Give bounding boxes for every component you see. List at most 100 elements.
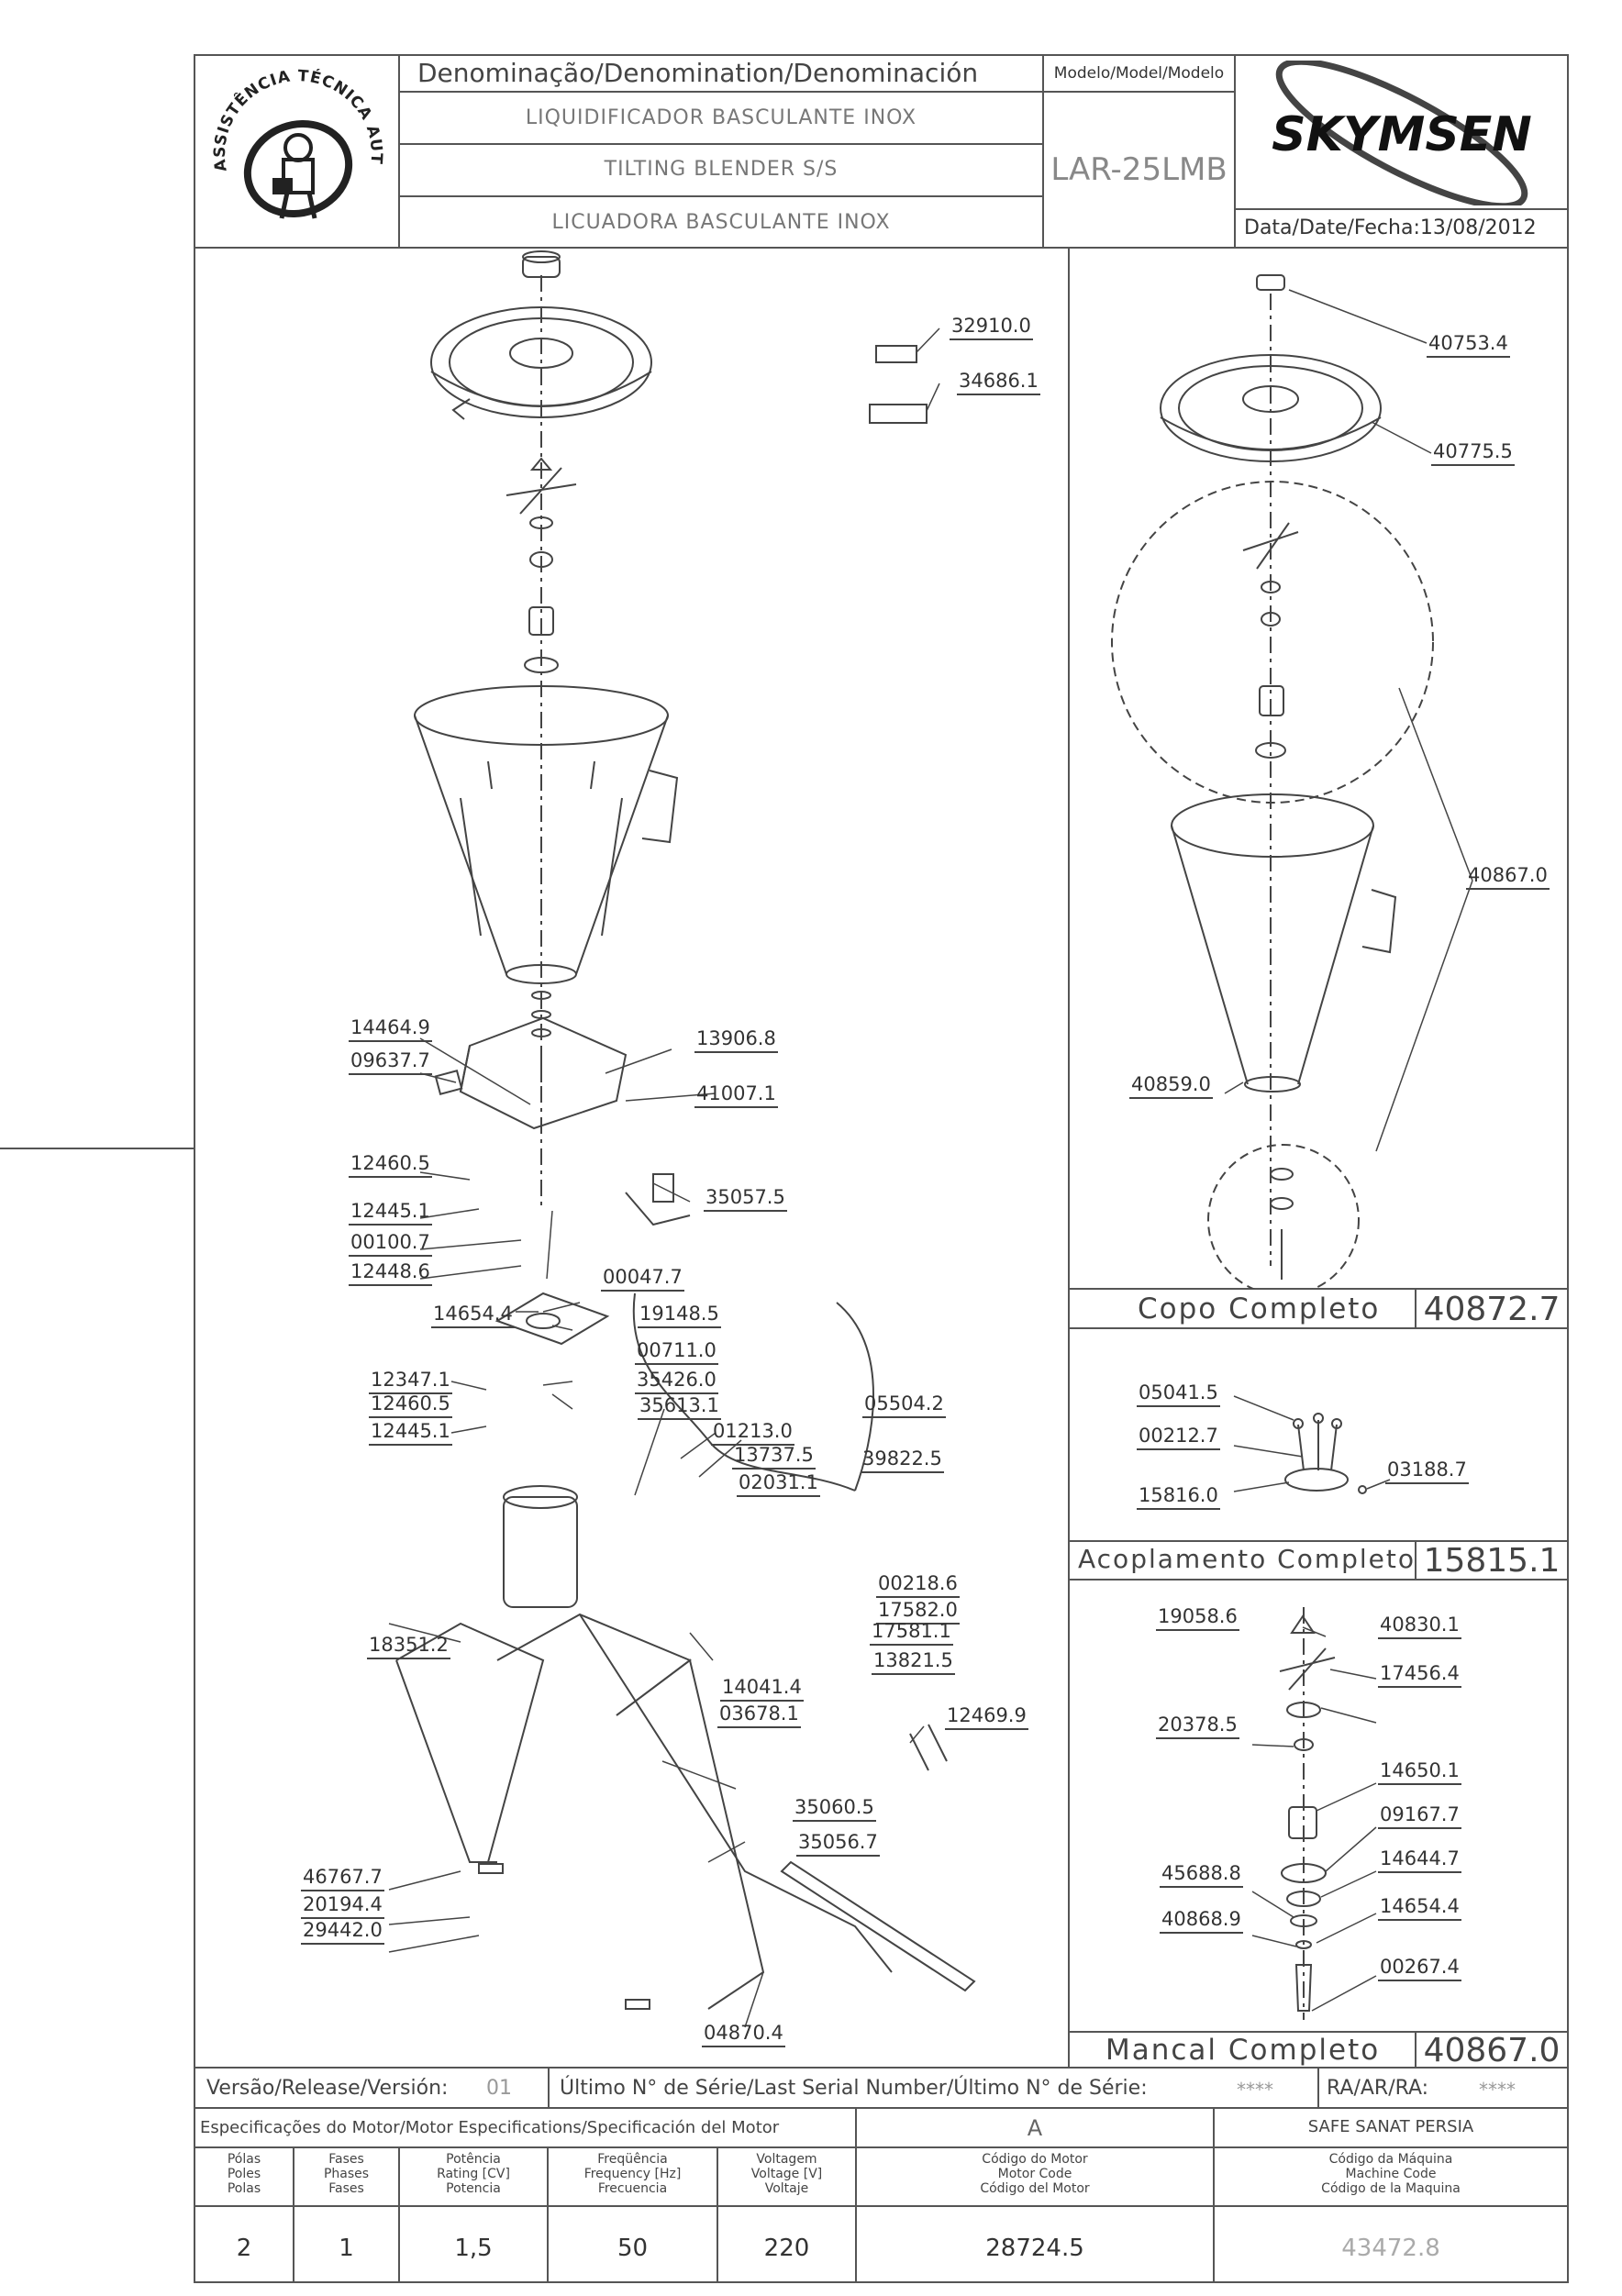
motor-spec-label: Especificações do Motor/Motor Especifica… xyxy=(200,2118,780,2137)
phases-value: 1 xyxy=(339,2235,354,2262)
part-label: 12445.1 xyxy=(369,1422,452,1446)
brand-logo: SKYMSEN xyxy=(1240,58,1563,210)
serial-value: **** xyxy=(1237,2079,1273,2101)
main-exploded-view xyxy=(388,250,976,2028)
part-label: 13906.8 xyxy=(694,1029,778,1053)
denomination-label: Denominação/Denomination/Denominación xyxy=(417,58,979,88)
part-label: 00047.7 xyxy=(601,1268,684,1292)
part-label: 14654.4 xyxy=(1378,1897,1461,1921)
ra-label: RA/AR/RA: xyxy=(1327,2077,1429,2100)
part-label: 12469.9 xyxy=(945,1706,1028,1730)
part-label: 09167.7 xyxy=(1378,1805,1461,1829)
mancal-title: Mancal Completo xyxy=(1105,2034,1381,2067)
acoplamento-code: 15815.1 xyxy=(1423,1542,1561,1580)
copo-title: Copo Completo xyxy=(1138,1292,1381,1325)
mancal-code: 40867.0 xyxy=(1423,2032,1561,2069)
part-label: 01213.0 xyxy=(711,1422,794,1446)
part-label: 02031.1 xyxy=(737,1473,820,1497)
machine-code-value: 43472.8 xyxy=(1341,2235,1440,2262)
part-label: 00218.6 xyxy=(876,1574,960,1598)
col-voltage: Voltagem Voltage [V] Voltaje xyxy=(750,2152,823,2197)
part-label: 00711.0 xyxy=(635,1341,718,1365)
part-label: 35426.0 xyxy=(635,1370,718,1394)
power-value: 1,5 xyxy=(454,2235,493,2262)
part-label: 14041.4 xyxy=(720,1678,804,1702)
part-label: 14644.7 xyxy=(1378,1849,1461,1873)
copo-view xyxy=(1111,274,1473,1289)
col-machine-code: Código da Máquina Machine Code Código de… xyxy=(1321,2152,1461,2197)
serial-label: Último N° de Série/Last Serial Number/Úl… xyxy=(560,2077,1148,2100)
col-power: Potência Rating [CV] Potencia xyxy=(437,2152,510,2197)
stamp-logo: ASSISTÊNCIA TÉCNICA AUTORIZADA xyxy=(199,47,390,244)
model-value: LAR-25LMB xyxy=(1050,151,1228,188)
part-label: 14654.4 xyxy=(431,1304,515,1328)
name-pt: LIQUIDIFICADOR BASCULANTE INOX xyxy=(525,106,917,129)
part-label: 39822.5 xyxy=(861,1449,944,1473)
part-label: 40830.1 xyxy=(1378,1615,1461,1639)
date-field: Data/Date/Fecha:13/08/2012 xyxy=(1244,218,1537,238)
part-label: 41007.1 xyxy=(694,1084,778,1108)
version-value: 01 xyxy=(486,2077,512,2100)
part-label: 20378.5 xyxy=(1156,1715,1239,1739)
part-label: 40868.9 xyxy=(1160,1910,1243,1934)
part-label: 14464.9 xyxy=(349,1018,432,1042)
part-label: 00267.4 xyxy=(1378,1958,1461,1981)
stamp-text: ASSISTÊNCIA TÉCNICA AUTORIZADA xyxy=(199,47,384,172)
frequency-value: 50 xyxy=(617,2235,649,2262)
part-label: 19148.5 xyxy=(638,1304,721,1328)
client-name: SAFE SANAT PERSIA xyxy=(1307,2117,1474,2136)
date-value: 13/08/2012 xyxy=(1419,216,1537,239)
part-label: 13821.5 xyxy=(872,1651,955,1675)
date-label: Data/Date/Fecha: xyxy=(1244,216,1420,239)
part-label: 17581.1 xyxy=(870,1622,953,1646)
col-frequency: Freqüência Frequency [Hz] Frecuencia xyxy=(583,2152,682,2197)
part-label: 12347.1 xyxy=(369,1370,452,1394)
part-label: 40753.4 xyxy=(1427,334,1510,358)
part-label: 32910.0 xyxy=(950,316,1033,340)
part-label: 34686.1 xyxy=(957,372,1040,395)
name-es: LICUADORA BASCULANTE INOX xyxy=(551,211,891,234)
part-label: 12445.1 xyxy=(349,1202,432,1226)
svg-text:ASSISTÊNCIA TÉCNICA AUTORIZADA: ASSISTÊNCIA TÉCNICA AUTORIZADA xyxy=(206,61,385,172)
part-label: 35060.5 xyxy=(793,1798,876,1822)
part-label: 12460.5 xyxy=(369,1394,452,1418)
part-label: 29442.0 xyxy=(301,1921,384,1945)
part-label: 35613.1 xyxy=(638,1396,721,1420)
poles-value: 2 xyxy=(236,2235,252,2262)
part-label: 12460.5 xyxy=(349,1154,432,1178)
ra-value: **** xyxy=(1479,2079,1516,2101)
part-label: 18351.2 xyxy=(367,1636,450,1659)
part-label: 17456.4 xyxy=(1378,1664,1461,1688)
part-label: 19058.6 xyxy=(1156,1607,1239,1631)
part-label: 04870.4 xyxy=(702,2024,785,2047)
motor-code-value: 28724.5 xyxy=(985,2235,1084,2262)
part-label: 03188.7 xyxy=(1385,1460,1469,1484)
part-label: 20194.4 xyxy=(301,1895,384,1919)
part-label: 05504.2 xyxy=(862,1394,946,1418)
part-label: 05041.5 xyxy=(1137,1383,1220,1407)
part-label: 14650.1 xyxy=(1378,1761,1461,1785)
part-label: 45688.8 xyxy=(1160,1864,1243,1888)
copo-code: 40872.7 xyxy=(1423,1291,1561,1328)
part-label: 40775.5 xyxy=(1431,442,1515,466)
col-phases: Fases Phases Fases xyxy=(323,2152,370,2197)
acoplamento-title: Acoplamento Completo xyxy=(1078,1544,1416,1574)
part-label: 40859.0 xyxy=(1129,1075,1213,1099)
version-label: Versão/Release/Versión: xyxy=(206,2077,449,2100)
part-label: 13737.5 xyxy=(732,1446,816,1470)
part-label: 03678.1 xyxy=(717,1704,801,1728)
acoplamento-view xyxy=(1233,1395,1391,1494)
lid-knob-shape xyxy=(522,256,561,278)
part-label: 17582.0 xyxy=(876,1601,960,1625)
part-label: 35056.7 xyxy=(796,1833,880,1857)
part-label: 00100.7 xyxy=(349,1233,432,1257)
model-label: Modelo/Model/Modelo xyxy=(1053,64,1225,83)
part-label: 35057.5 xyxy=(704,1188,787,1212)
part-label: 46767.7 xyxy=(301,1868,384,1891)
part-label: 12448.6 xyxy=(349,1262,432,1286)
part-label: 15816.0 xyxy=(1137,1486,1220,1510)
part-label: 40867.0 xyxy=(1466,866,1550,890)
mancal-view xyxy=(1251,1607,1377,2020)
col-poles: Pólas Poles Polas xyxy=(227,2152,261,2197)
